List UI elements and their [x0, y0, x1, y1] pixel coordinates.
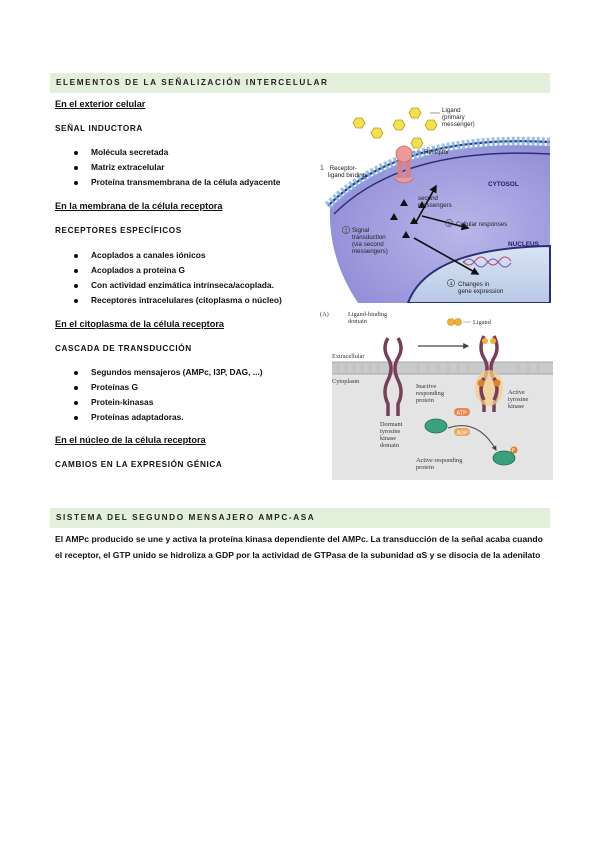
section-title-band: ELEMENTOS DE LA SEÑALIZACIÓN INTERCELULA…	[50, 73, 550, 93]
fig2-active-protein-label: Active responding protein	[416, 457, 464, 471]
membrane-band	[332, 362, 553, 374]
list-item: Acoplados a canales iónicos	[55, 248, 282, 263]
paragraph-line: el receptor, el GTP unido se hidroliza a…	[55, 549, 541, 560]
list-item: Molécula secretada	[55, 145, 280, 160]
fig2-extracellular-label: Extracellular	[332, 353, 365, 360]
group-heading-cytoplasm: En el citoplasma de la célula receptora	[55, 319, 225, 329]
bullet-list-signal: Molécula secretada Matriz extracelular P…	[55, 145, 280, 190]
bullet-icon	[74, 253, 78, 258]
bullet-list-receptors: Acoplados a canales iónicos Acoplados a …	[55, 248, 282, 308]
group-heading-membrane: En la membrana de la célula receptora	[55, 201, 223, 211]
fig1-nucleus-label: NUCLEUS	[508, 241, 540, 248]
fig1-step4: 4	[450, 281, 453, 287]
adp-badge	[454, 428, 470, 436]
fig2-ligand-binding-label: Ligand-binding domain	[348, 311, 389, 325]
ligand-dot	[447, 318, 455, 326]
fig1-cellular-responses-label: Cellular responses	[456, 221, 507, 228]
list-item: Protein-kinasas	[55, 395, 263, 410]
cell-signaling-figure: Ligand (primary messenger) Receptor 1 Re…	[320, 107, 551, 303]
bullet-icon	[74, 400, 78, 405]
phospho-icon	[493, 379, 501, 387]
paragraph-ampc: El AMPc producido se une y activa la pro…	[55, 532, 550, 563]
group-heading-exterior: En el exterior celular	[55, 99, 146, 109]
atp-label: ATP	[457, 410, 468, 416]
fig2-active-kinase-label: Active tyrosine kinase	[508, 389, 530, 410]
group-heading-nucleus: En el núcleo de la célula receptora	[55, 435, 206, 445]
list-item: Receptores intracelulares (citoplasma o …	[55, 293, 282, 308]
bullet-icon	[74, 385, 78, 390]
fig1-step3: 3	[448, 221, 451, 227]
fig2-panel-label: (A)	[320, 311, 329, 318]
bullet-icon	[74, 415, 78, 420]
bullet-icon	[74, 370, 78, 375]
tyrosine-kinase-figure: P ATP ADP Ligand-binding domain (A) Liga…	[320, 311, 553, 480]
list-item: Matriz extracelular	[55, 160, 280, 175]
paragraph-line: El AMPc producido se une y activa la pro…	[55, 534, 543, 544]
bullet-icon	[74, 150, 78, 155]
fig1-gene-expression-label: Changes in gene expression	[458, 281, 504, 295]
list-item: Proteína transmembrana de la célula adya…	[55, 175, 280, 190]
dormant-receptor	[383, 337, 393, 416]
list-item: Con actividad enzimática intrínseca/acop…	[55, 278, 282, 293]
fig2-cytoplasm-label: Cytoplasm	[332, 378, 359, 385]
fig2-dormant-kinase-label: Dormant tyrosine kinase domain	[380, 421, 404, 449]
phospho-icon	[477, 379, 485, 387]
bullet-icon	[74, 298, 78, 303]
list-item: Segundos mensajeros (AMPc, I3P, DAG, ...…	[55, 365, 263, 380]
adp-label: ADP	[457, 430, 469, 436]
list-item: Proteínas G	[55, 380, 263, 395]
phospho-label: P	[512, 448, 516, 454]
fig1-binding-label: 1 Receptor- ligand binding	[320, 165, 367, 179]
bullet-icon	[74, 268, 78, 273]
bullet-icon	[74, 165, 78, 170]
fig1-second-messengers-label: second messengers	[418, 195, 452, 209]
list-item: Proteínas adaptadoras.	[55, 410, 263, 425]
section-title-band-2: SISTEMA DEL SEGUNDO MENSAJERO AMPC-ASA	[50, 508, 550, 528]
bullet-list-cascade: Segundos mensajeros (AMPc, I3P, DAG, ...…	[55, 365, 263, 425]
fig1-step2: 2	[345, 228, 348, 234]
list-item: Acoplados a proteína G	[55, 263, 282, 278]
atp-badge	[454, 408, 470, 416]
group-label-signal: SEÑAL INDUCTORA	[55, 124, 143, 133]
group-label-gene-expression: CAMBIOS EN LA EXPRESIÓN GÉNICA	[55, 460, 223, 469]
bullet-icon	[74, 180, 78, 185]
fig1-cytosol-label: CYTOSOL	[488, 181, 519, 188]
inactive-protein-shape	[424, 418, 448, 434]
bullet-icon	[74, 283, 78, 288]
active-protein-shape	[492, 450, 516, 466]
fig2-ligand-label: Ligand	[473, 319, 492, 326]
fig1-receptor-label: Receptor	[424, 149, 449, 156]
fig2-inactive-protein-label: Inactive responding protein	[416, 383, 446, 404]
ligand-hexagons	[352, 107, 438, 149]
fig1-ligand-label: Ligand (primary messenger)	[442, 107, 475, 128]
fig1-signal-transduction-label: Signal transduction (via second messenge…	[352, 227, 388, 255]
group-label-cascade: CASCADA DE TRANSDUCCIÓN	[55, 344, 192, 353]
group-label-receptors: RECEPTORES ESPECÍFICOS	[55, 226, 182, 235]
